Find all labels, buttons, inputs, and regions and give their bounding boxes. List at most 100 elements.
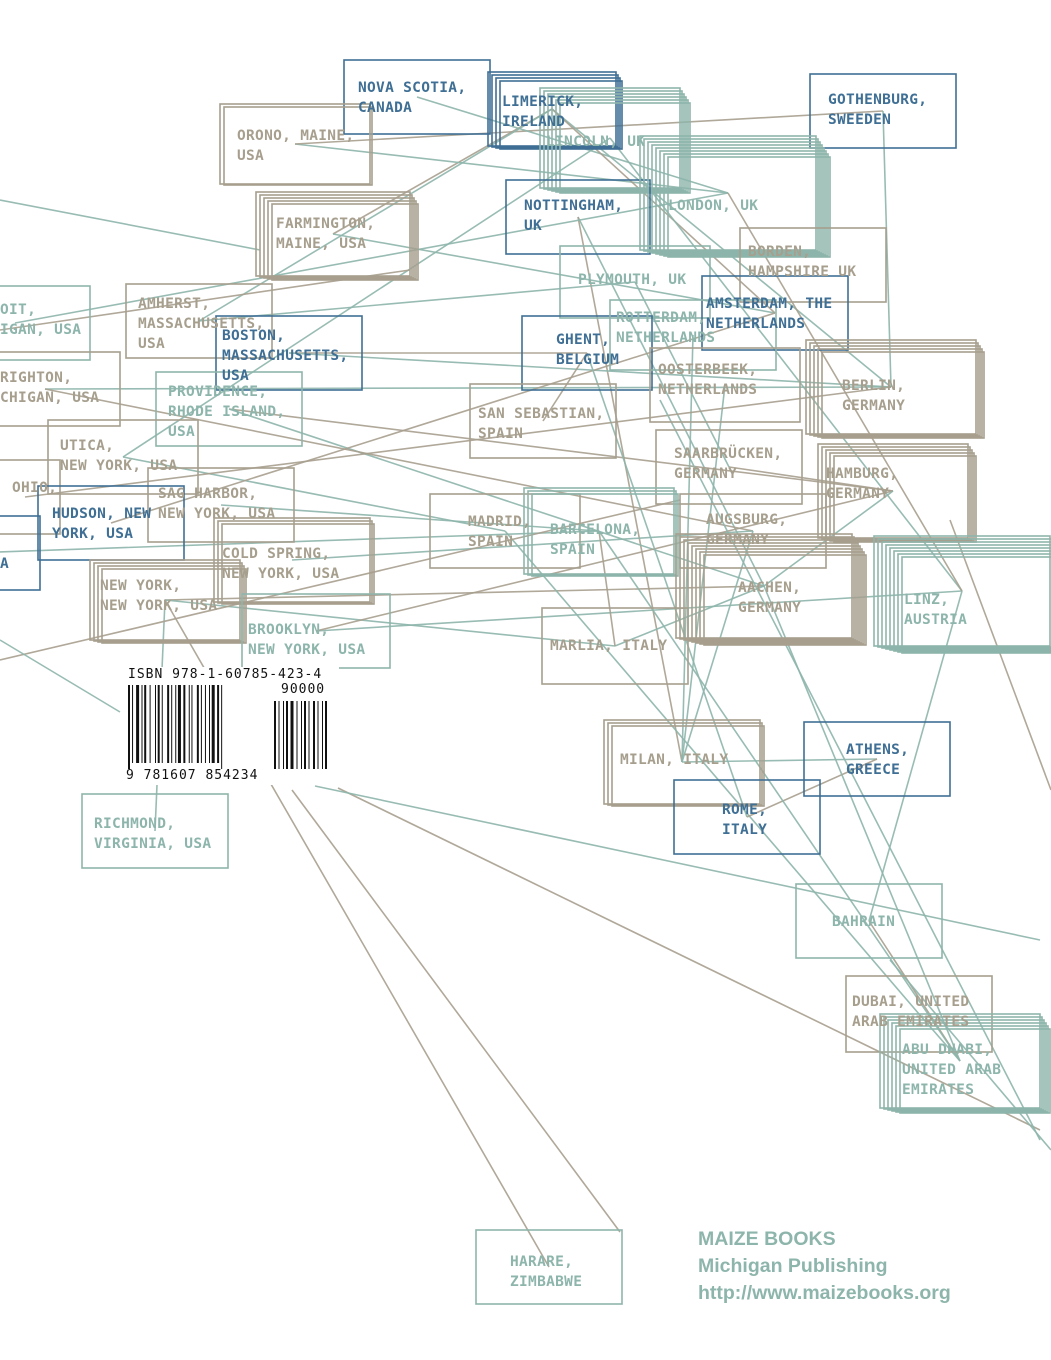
connection-line — [586, 352, 748, 818]
connection-line — [416, 96, 729, 194]
place-label-harare: HARARE, ZIMBABWE — [510, 1254, 583, 1290]
place-label-new-york: NEW YORK, NEW YORK, USA — [100, 578, 218, 614]
place-box-berlin — [809, 342, 979, 436]
place-box-abu-dhabi — [891, 1022, 1047, 1112]
barcode-bar — [221, 685, 223, 769]
barcode-bar — [149, 685, 151, 763]
place-box-aachen — [679, 536, 855, 640]
connection-line — [728, 466, 894, 492]
connection-line — [314, 785, 1041, 941]
barcode-bar — [204, 685, 206, 763]
connection-line — [14, 192, 729, 324]
barcode-addon-bar — [322, 701, 323, 769]
place-label-limerick: LIMERICK, IRELAND — [502, 94, 584, 130]
place-box-amherst — [125, 283, 273, 359]
place-box-berlin — [821, 351, 985, 439]
barcode-bar — [136, 685, 140, 763]
connection-line — [634, 281, 730, 468]
place-label-detroit: OIT, IGAN, USA — [0, 302, 82, 338]
connection-line — [504, 530, 920, 1015]
publisher-imprint: Michigan Publishing — [698, 1255, 888, 1277]
connection-line — [315, 590, 963, 632]
place-box-hamburg — [829, 452, 975, 542]
connection-line — [337, 787, 1041, 1131]
place-box-london — [667, 156, 831, 258]
place-box-linz — [877, 538, 1051, 648]
barcode-addon-bar — [286, 701, 288, 769]
place-label-ghent: GHENT, BELGIUM — [556, 332, 620, 368]
place-box-brighton — [0, 351, 121, 427]
barcode-bar — [155, 685, 156, 763]
place-box-milan — [603, 719, 761, 805]
place-box-aachen — [695, 548, 863, 644]
place-box-linz — [885, 544, 1051, 650]
publisher-url[interactable]: http://www.maizebooks.org — [698, 1282, 951, 1304]
place-label-oosterbeek: OOSTERBEEK, NETHERLANDS — [658, 362, 758, 398]
connection-line — [614, 585, 765, 647]
barcode-bars — [128, 685, 327, 769]
place-box-london — [643, 138, 819, 252]
place-box-bordon — [739, 227, 887, 303]
place-label-hudson: HUDSON, NEW YORK, USA — [52, 506, 152, 542]
place-box-utica — [47, 419, 199, 495]
barcode-addon-bar — [308, 701, 310, 769]
place-box-hamburg — [817, 443, 969, 539]
isbn-number: ISBN 978-1-60785-423-4 — [128, 667, 323, 682]
place-box-cold-spring — [221, 523, 375, 605]
barcode-digits: 9 781607 854234 — [126, 768, 259, 783]
connection-line — [220, 504, 600, 532]
connection-line — [228, 408, 765, 587]
place-box-cold-spring — [217, 520, 373, 604]
place-box-aachen — [691, 545, 861, 643]
place-box-aachen — [675, 533, 853, 639]
connection-line — [882, 110, 892, 388]
connection-line — [0, 499, 681, 661]
place-label-orono: ORONO, MAINE, USA — [237, 128, 355, 164]
barcode-bar — [161, 685, 163, 763]
place-box-limerick — [499, 80, 623, 150]
place-box-orono — [223, 106, 373, 186]
place-label-gothenburg: GOTHENBURG, SWEEDEN — [828, 92, 928, 128]
place-label-farmington: FARMINGTON, MAINE, USA — [276, 216, 376, 252]
place-box-ohio — [0, 459, 61, 535]
place-label-bordon: BORDEN, HAMPSHIRE UK — [748, 244, 857, 280]
place-box-edge-a — [0, 515, 41, 591]
place-box-london — [663, 153, 829, 257]
connection-line — [577, 216, 683, 763]
barcode-bar — [200, 685, 202, 763]
barcode-bar — [157, 685, 160, 763]
place-label-barcelona: BARCELONA, SPAIN — [550, 522, 641, 558]
connection-line — [294, 110, 884, 145]
place-box-linz — [897, 553, 1051, 653]
barcode-bar — [196, 685, 199, 763]
connection-line — [198, 108, 553, 322]
place-label-abu-dhabi: ABU DHABI, UNITED ARAB EMIRATES — [902, 1042, 1002, 1098]
place-label-utica: UTICA, NEW YORK, USA — [60, 438, 178, 474]
place-label-lincoln: LINCOLN, UK — [546, 134, 646, 150]
connection-line — [598, 530, 616, 647]
place-box-augsburg — [679, 493, 827, 569]
place-box-milan — [607, 722, 763, 806]
place-box-farmington — [263, 197, 415, 279]
place-label-milan: MILAN, ITALY — [620, 752, 729, 768]
place-label-plymouth: PLYMOUTH, UK — [578, 272, 687, 288]
place-box-athens — [803, 721, 951, 797]
place-box-nova-scotia — [343, 59, 491, 135]
place-box-barcelona — [523, 487, 675, 575]
place-box-detroit — [0, 285, 91, 361]
barcode-addon-bar — [278, 701, 280, 769]
place-box-barcelona — [531, 493, 679, 577]
place-label-madrid: MADRID, SPAIN — [468, 514, 532, 550]
connection-line — [746, 758, 878, 818]
place-box-london — [651, 144, 823, 254]
place-label-boston: BOSTON, MASSACHUSETTS, USA — [222, 328, 349, 384]
publisher-name: MAIZE BOOKS — [698, 1228, 836, 1250]
place-box-linz — [881, 541, 1051, 649]
barcode-bar — [211, 685, 215, 763]
place-box-saarbrucken — [655, 429, 803, 505]
place-box-linz — [893, 550, 1051, 652]
connection-line — [122, 137, 611, 458]
connection-line — [0, 639, 121, 713]
connection-line — [332, 108, 553, 235]
place-label-edge-a: A — [0, 556, 10, 572]
